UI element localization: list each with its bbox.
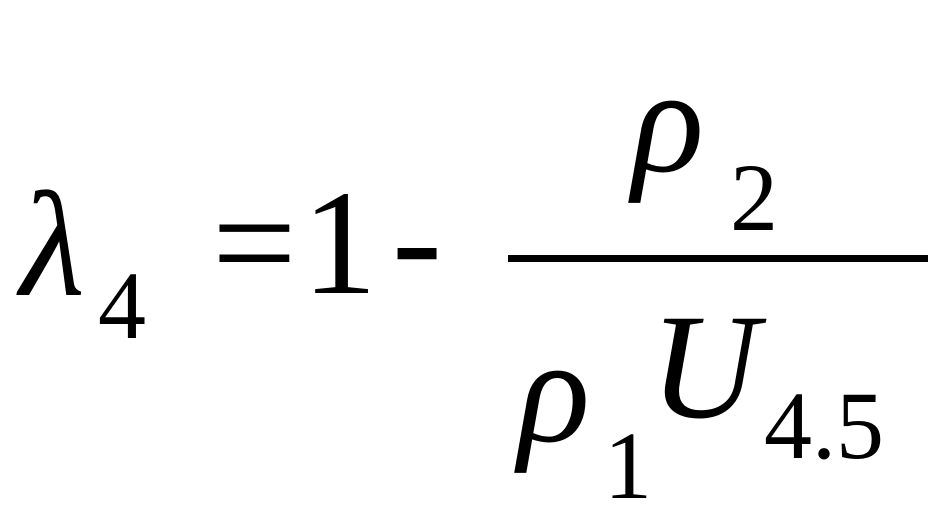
constant-one: 1: [302, 160, 377, 326]
denominator-rho-subscript: 1: [604, 412, 652, 519]
lambda-subscript: 4: [98, 252, 146, 359]
denominator-u-subscript: 4.5: [764, 372, 884, 479]
numerator-rho: ρ: [632, 38, 704, 204]
lambda-symbol: λ: [20, 162, 85, 328]
equals-sign: =: [212, 160, 297, 326]
denominator-u: U: [650, 284, 759, 450]
minus-sign: -: [392, 156, 442, 322]
denominator-rho: ρ: [518, 308, 590, 474]
fraction-bar: [508, 255, 928, 262]
numerator-subscript: 2: [730, 144, 778, 251]
